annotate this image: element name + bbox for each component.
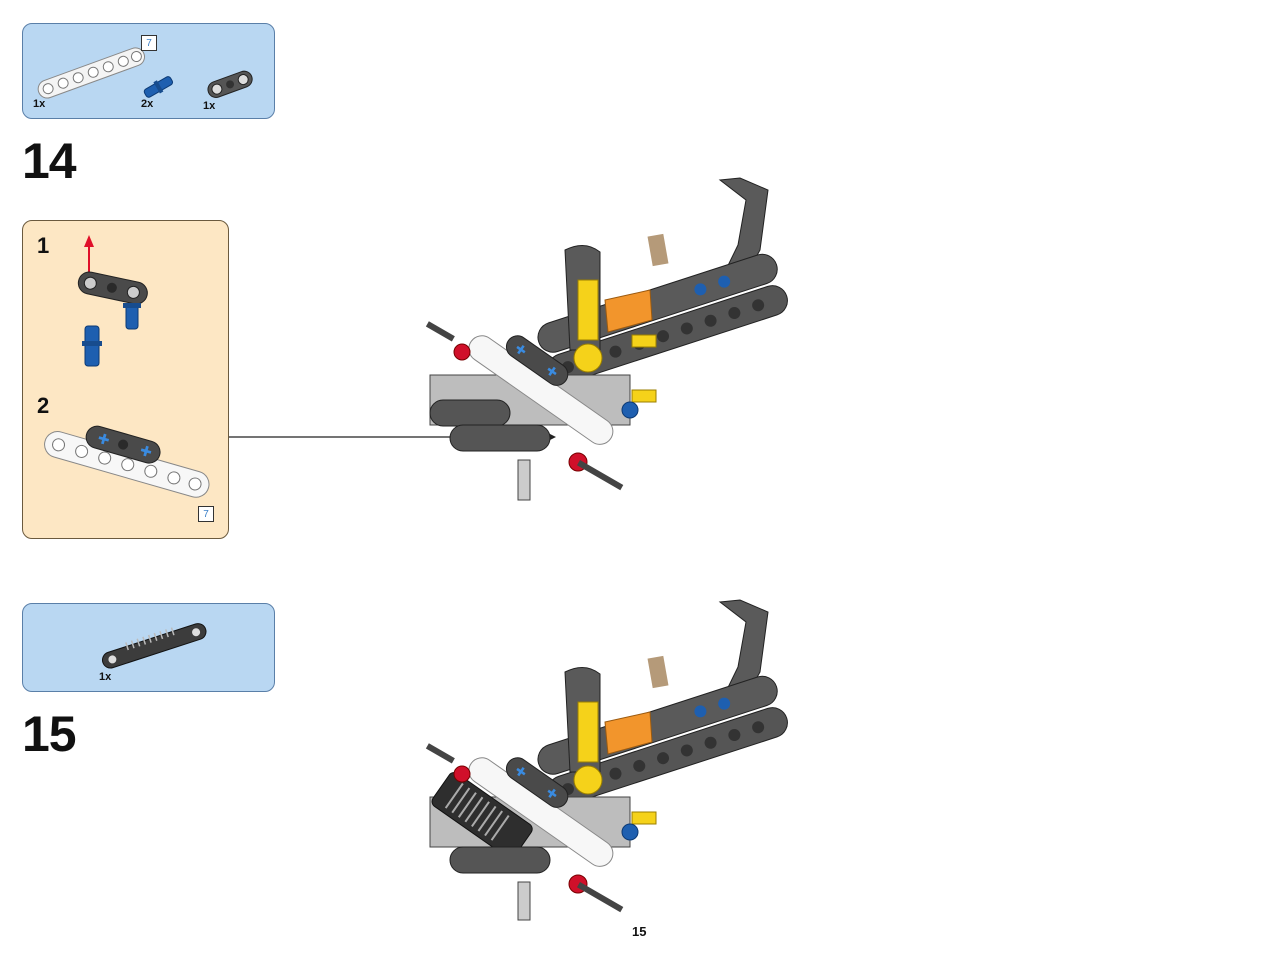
sub-beam-length-badge: 7 (198, 506, 214, 522)
blue-pin-icon (143, 76, 174, 98)
dark-connector-icon (207, 70, 253, 98)
gear-rack-icon (101, 623, 207, 669)
svg-text:✚: ✚ (96, 431, 112, 450)
white-beam-icon (37, 47, 146, 99)
beam-qty: 1x (33, 98, 46, 110)
pin-qty: 2x (141, 98, 154, 110)
step-14-parts-box: 7 1x 2x 1x (22, 23, 275, 119)
page-number: 15 (632, 924, 647, 939)
sub-step-1-number: 1 (37, 233, 50, 258)
sub-step-2-number: 2 (37, 393, 50, 418)
step-14-number: 14 (22, 133, 77, 189)
step-15-number: 15 (22, 706, 77, 762)
step-15-model-illustration: ✚ ✚ (425, 599, 788, 921)
step-14-model-illustration: ✚ ✚ (425, 177, 788, 501)
svg-text:✚: ✚ (138, 443, 154, 462)
sub-step-1-illustration (77, 235, 148, 367)
connector-qty: 1x (203, 100, 216, 112)
step-15-parts-box: 1x (22, 603, 275, 692)
sub-assembly-box: 1 2 ✚ ✚ 7 (22, 220, 229, 539)
gear-rack-qty: 1x (99, 671, 112, 683)
sub-step-2-illustration: ✚ ✚ (44, 425, 210, 498)
beam-length-badge: 7 (141, 35, 157, 51)
